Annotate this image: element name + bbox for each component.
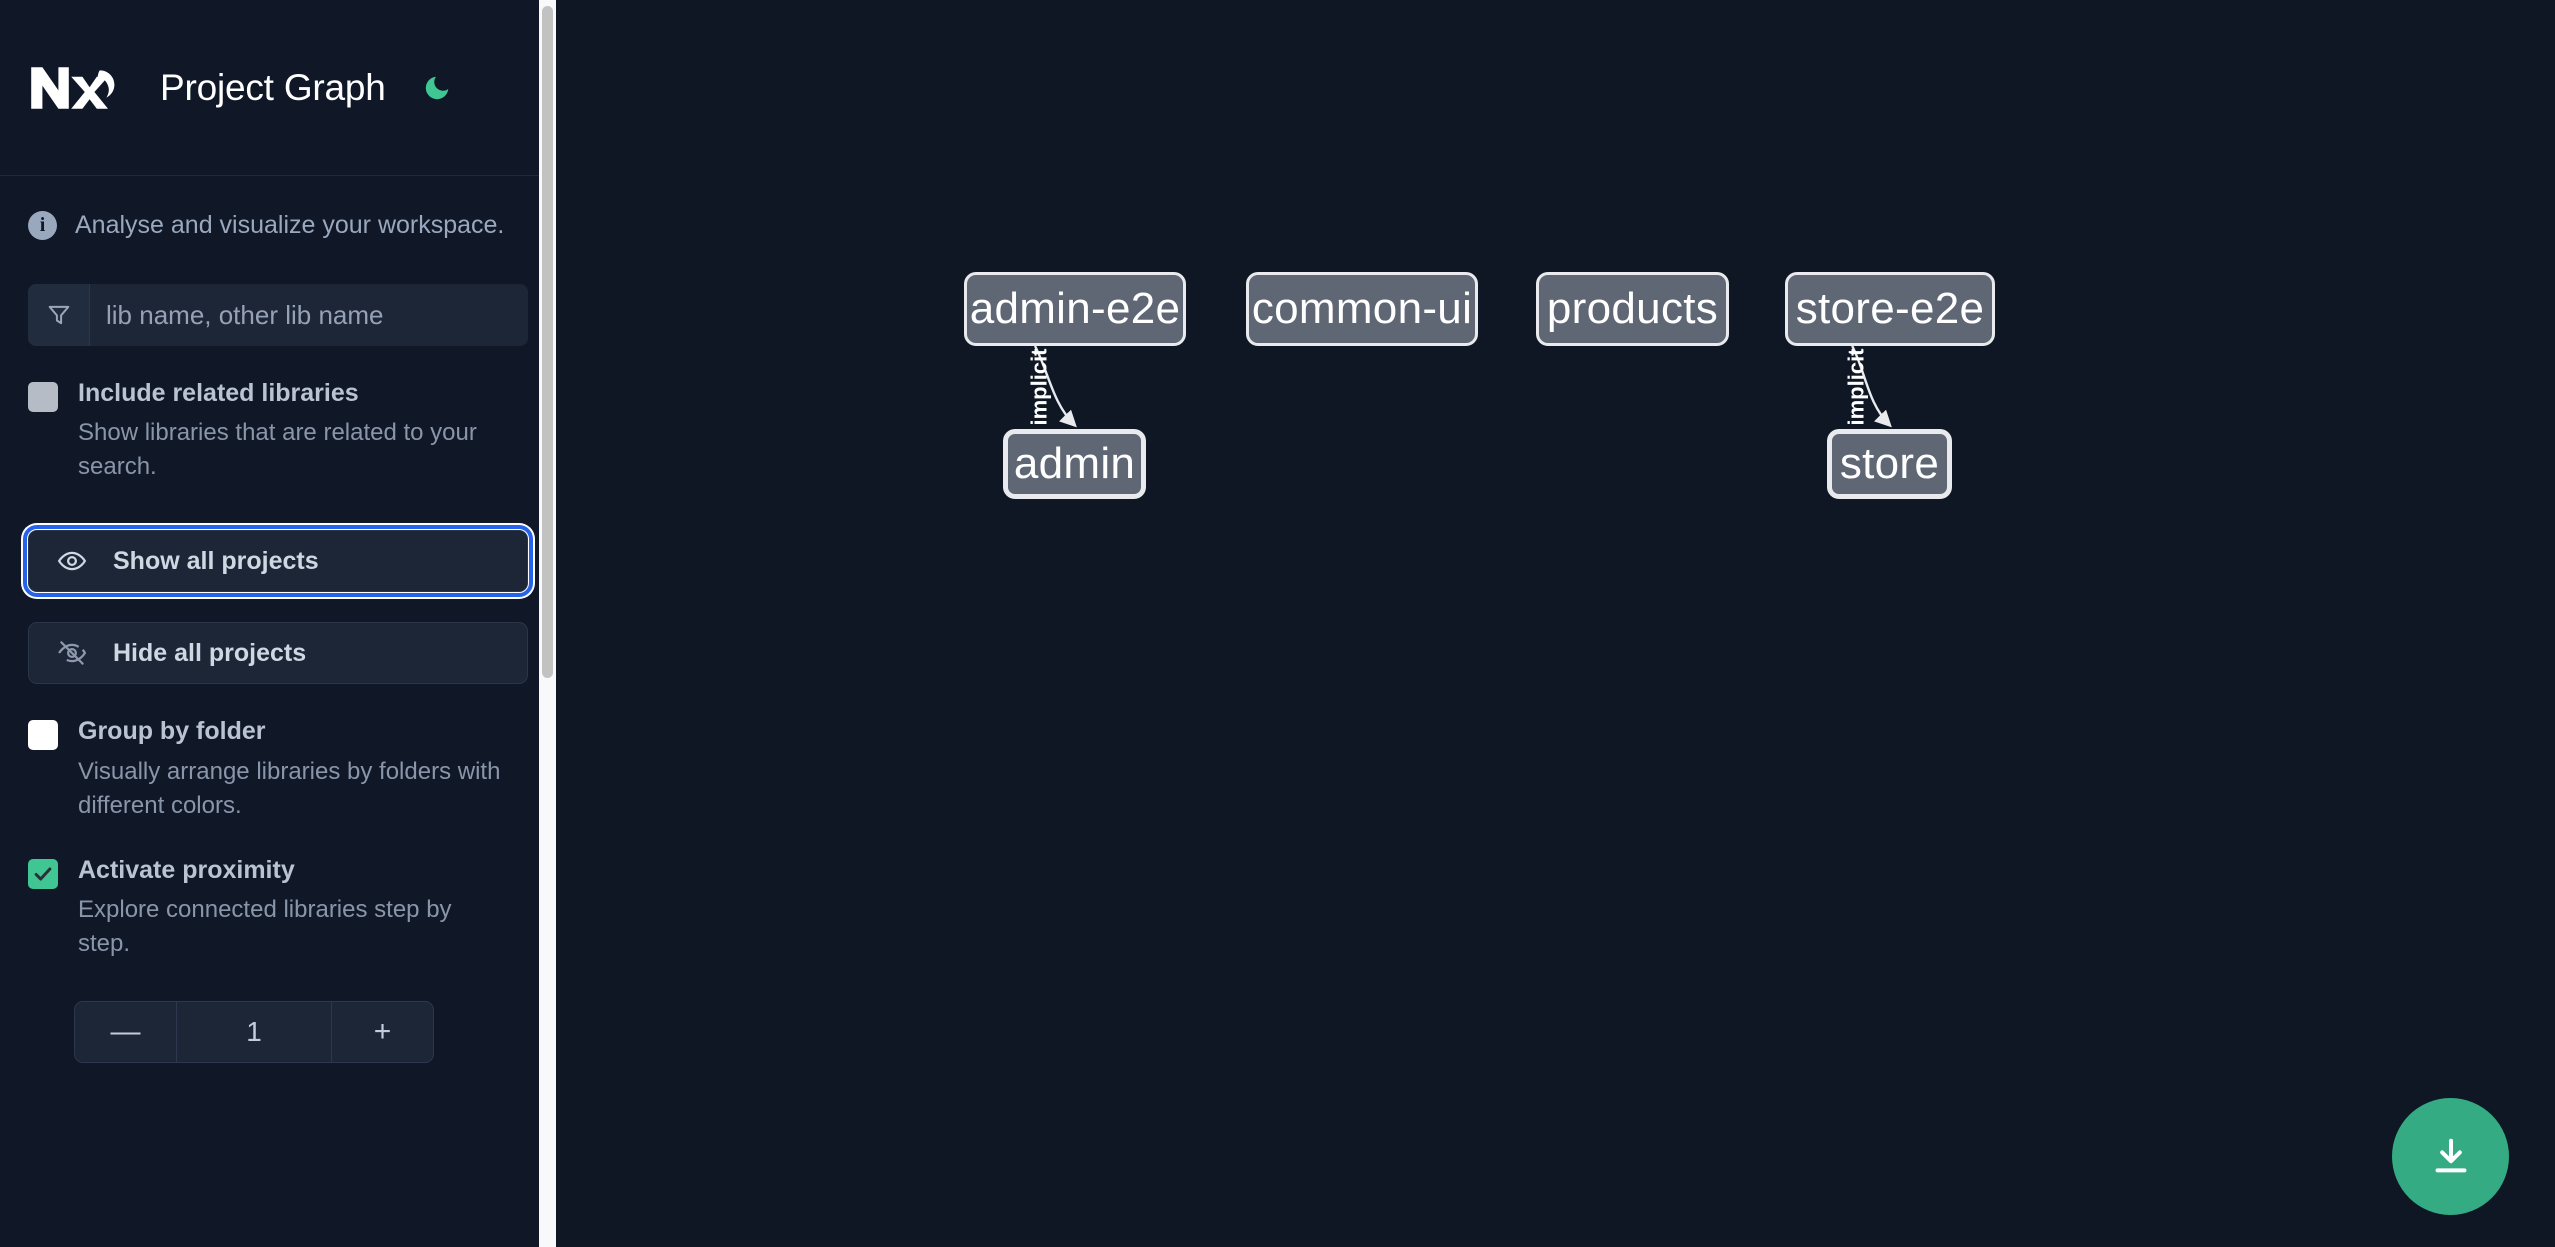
graph-node-admin[interactable]: admin (1003, 429, 1146, 499)
graph-node-products[interactable]: products (1536, 272, 1729, 346)
search-input[interactable] (90, 284, 528, 346)
hide-all-projects-label: Hide all projects (113, 638, 307, 667)
option-title: Include related libraries (78, 379, 359, 407)
graph-edge-label: implicit (1026, 347, 1052, 426)
page-title: Project Graph (160, 66, 386, 108)
moon-icon[interactable] (416, 67, 458, 109)
nx-logo (28, 58, 124, 118)
graph-edge-store-e2e-to-store (1851, 345, 1892, 428)
tagline-text: Analyse and visualize your workspace. (75, 210, 505, 239)
show-all-projects-button[interactable]: Show all projects (23, 525, 533, 598)
option-description: Visually arrange libraries by folders wi… (78, 757, 501, 819)
graph-node-common-ui[interactable]: common-ui (1246, 272, 1478, 346)
graph-edges (1033, 345, 1892, 428)
graph-node-label: store (1839, 439, 1940, 488)
filter-funnel-icon (28, 284, 90, 346)
graph-node-store-e2e[interactable]: store-e2e (1785, 272, 1995, 346)
option-description: Show libraries that are related to your … (78, 419, 477, 481)
eye-off-icon (57, 638, 87, 668)
include-related-libraries-checkbox[interactable] (28, 382, 58, 412)
option-group-by-folder[interactable]: Group by folder Visually arrange librari… (28, 716, 528, 822)
option-activate-proximity[interactable]: Activate proximity Explore connected lib… (28, 855, 528, 961)
search-filter[interactable] (28, 284, 528, 346)
download-graph-button[interactable] (2392, 1098, 2509, 1215)
sidebar-header: Project Graph (0, 0, 556, 176)
group-by-folder-checkbox[interactable] (28, 720, 58, 751)
proximity-stepper[interactable]: — 1 + (74, 1001, 434, 1064)
option-title: Activate proximity (78, 855, 295, 884)
graph-node-label: products (1546, 284, 1719, 333)
option-include-related-libraries[interactable]: Include related libraries Show libraries… (28, 378, 528, 484)
activate-proximity-checkbox[interactable] (28, 858, 58, 889)
proximity-decrement-button[interactable]: — (75, 1002, 177, 1063)
graph-canvas[interactable]: admin-e2e common-ui products store-e2e admin… (556, 0, 2555, 1247)
graph-node-store[interactable]: store (1827, 429, 1952, 499)
hide-all-projects-button[interactable]: Hide all projects (28, 622, 528, 685)
info-icon: i (28, 210, 57, 240)
graph-node-label: admin (1013, 439, 1136, 488)
show-all-projects-label: Show all projects (113, 546, 319, 575)
graph-edge-admin-e2e-to-admin (1033, 345, 1077, 428)
sidebar-scrollbar[interactable] (539, 0, 556, 1247)
option-title: Group by folder (78, 717, 266, 746)
option-description: Explore connected libraries step by step… (78, 896, 452, 958)
graph-edge-label: implicit (1843, 347, 1869, 426)
sidebar-body: i Analyse and visualize your workspace. … (0, 176, 556, 1064)
graph-node-label: store-e2e (1795, 284, 1985, 333)
proximity-increment-button[interactable]: + (331, 1002, 433, 1063)
eye-icon (57, 546, 87, 576)
sidebar: Project Graph i Analyse and visualize yo… (0, 0, 556, 1247)
graph-node-label: admin-e2e (969, 284, 1181, 333)
projects-visibility-buttons: Show all projects Hide all projects (23, 525, 533, 685)
sidebar-scrollbar-thumb[interactable] (542, 6, 553, 678)
graph-node-admin-e2e[interactable]: admin-e2e (964, 272, 1186, 346)
graph-node-label: common-ui (1251, 284, 1473, 333)
download-icon (2435, 1138, 2466, 1172)
proximity-value: 1 (177, 1002, 331, 1063)
workspace-tagline: i Analyse and visualize your workspace. (28, 176, 528, 274)
